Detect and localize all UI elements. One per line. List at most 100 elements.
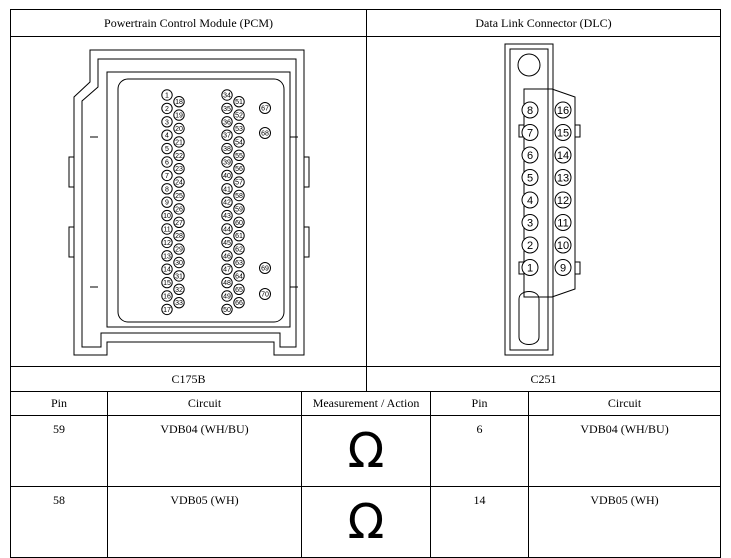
pin-label: 9 xyxy=(165,200,169,207)
pin-label: 50 xyxy=(223,307,231,314)
pin-48: 48 xyxy=(221,276,233,289)
pin-circle xyxy=(221,156,233,168)
pin-13: 13 xyxy=(161,250,173,262)
pin-18: 18 xyxy=(173,95,185,108)
pin-label: 68 xyxy=(261,131,269,138)
pin-circle xyxy=(221,116,233,128)
pin-label: 41 xyxy=(223,186,231,193)
pin-49: 49 xyxy=(221,290,233,302)
pin-circle xyxy=(173,230,185,242)
pin-circle xyxy=(233,230,245,242)
pin-label: 29 xyxy=(175,247,183,254)
pin-circle xyxy=(233,216,245,229)
pin-circle xyxy=(554,191,572,209)
pin-circle xyxy=(259,102,272,114)
pin-circle xyxy=(161,209,173,222)
pin-circle xyxy=(161,169,173,182)
col-header-circuit-right: Circuit xyxy=(528,391,722,416)
pin-label: 19 xyxy=(175,113,183,120)
pin-56: 56 xyxy=(233,163,245,175)
pin-label: 64 xyxy=(235,273,243,280)
pin-50: 50 xyxy=(221,303,233,316)
pin-21: 21 xyxy=(173,136,185,148)
pin-label: 49 xyxy=(223,294,231,301)
pin-label: 54 xyxy=(235,139,243,146)
pin-14: 14 xyxy=(161,263,173,275)
pin-circle xyxy=(521,259,539,276)
pin-label: 38 xyxy=(223,146,231,153)
pin-label: 62 xyxy=(235,247,243,254)
pin-circle xyxy=(554,124,572,141)
pin-label: 58 xyxy=(235,193,243,200)
pin-61: 61 xyxy=(233,230,245,242)
pin-32: 32 xyxy=(173,283,185,296)
pin-label: 8 xyxy=(527,105,533,117)
pin-36: 36 xyxy=(221,116,233,128)
pin-33: 33 xyxy=(173,297,185,309)
pin-22: 22 xyxy=(173,149,185,162)
pin-circle xyxy=(554,101,572,119)
pin-1: 1 xyxy=(521,259,539,276)
circuit-left-cell: VDB05 (WH) xyxy=(107,486,302,558)
pin-circle xyxy=(173,243,185,255)
pin-circle xyxy=(221,183,233,195)
pin-circle xyxy=(161,276,173,289)
pin-circle xyxy=(173,149,185,162)
pin-6: 6 xyxy=(161,156,173,168)
pin-circle xyxy=(173,109,185,121)
pin-66: 66 xyxy=(233,297,245,309)
pcm-header: Powertrain Control Module (PCM) xyxy=(9,9,368,37)
pin-right-cell: 14 xyxy=(430,486,530,558)
pin-5: 5 xyxy=(521,169,539,186)
pin-circle xyxy=(521,146,539,164)
pin-11: 11 xyxy=(554,214,572,231)
pin-label: 11 xyxy=(163,227,170,234)
pin-15: 15 xyxy=(161,276,173,289)
pin-circle xyxy=(259,127,272,139)
pin-label: 61 xyxy=(235,233,243,240)
pin-label: 20 xyxy=(175,126,183,133)
pin-label: 25 xyxy=(175,193,183,200)
pin-circle xyxy=(161,156,173,168)
pin-circle xyxy=(521,124,539,141)
pin-label: 30 xyxy=(175,260,183,267)
pin-circle xyxy=(233,270,245,282)
pin-circle xyxy=(173,270,185,282)
pin-label: 59 xyxy=(235,206,243,213)
pin-circle xyxy=(221,223,233,235)
dlc-connector-id: C251 xyxy=(366,366,722,392)
pin-label: 33 xyxy=(175,300,183,307)
pin-label: 43 xyxy=(223,213,231,220)
pin-label: 4 xyxy=(165,133,169,140)
pin-label: 65 xyxy=(235,287,243,294)
pin-circle xyxy=(221,102,233,115)
pin-circle xyxy=(233,109,245,121)
pin-3: 3 xyxy=(521,214,539,231)
pin-circle xyxy=(554,259,572,276)
pin-label: 32 xyxy=(175,287,183,294)
pin-label: 35 xyxy=(223,106,231,113)
pin-label: 18 xyxy=(175,99,183,106)
pin-34: 34 xyxy=(221,89,233,101)
pin-label: 17 xyxy=(163,307,171,314)
pin-label: 39 xyxy=(223,160,231,167)
pin-1: 1 xyxy=(161,89,173,101)
pin-circle xyxy=(233,95,245,108)
pin-label: 22 xyxy=(175,153,183,160)
pin-label: 10 xyxy=(163,213,171,220)
pin-69: 69 xyxy=(259,262,272,274)
pin-4: 4 xyxy=(161,129,173,141)
pin-70: 70 xyxy=(259,288,272,300)
pin-circle xyxy=(161,196,173,208)
table-row: 58 VDB05 (WH) Ω 14 VDB05 (WH) xyxy=(10,486,722,558)
ohm-measurement-symbol: Ω xyxy=(300,415,432,487)
pin-12: 12 xyxy=(554,191,572,209)
pin-8: 8 xyxy=(521,101,539,119)
pin-28: 28 xyxy=(173,230,185,242)
pin-label: 1 xyxy=(165,93,169,100)
pin-label: 53 xyxy=(235,126,243,133)
pin-4: 4 xyxy=(521,191,539,209)
